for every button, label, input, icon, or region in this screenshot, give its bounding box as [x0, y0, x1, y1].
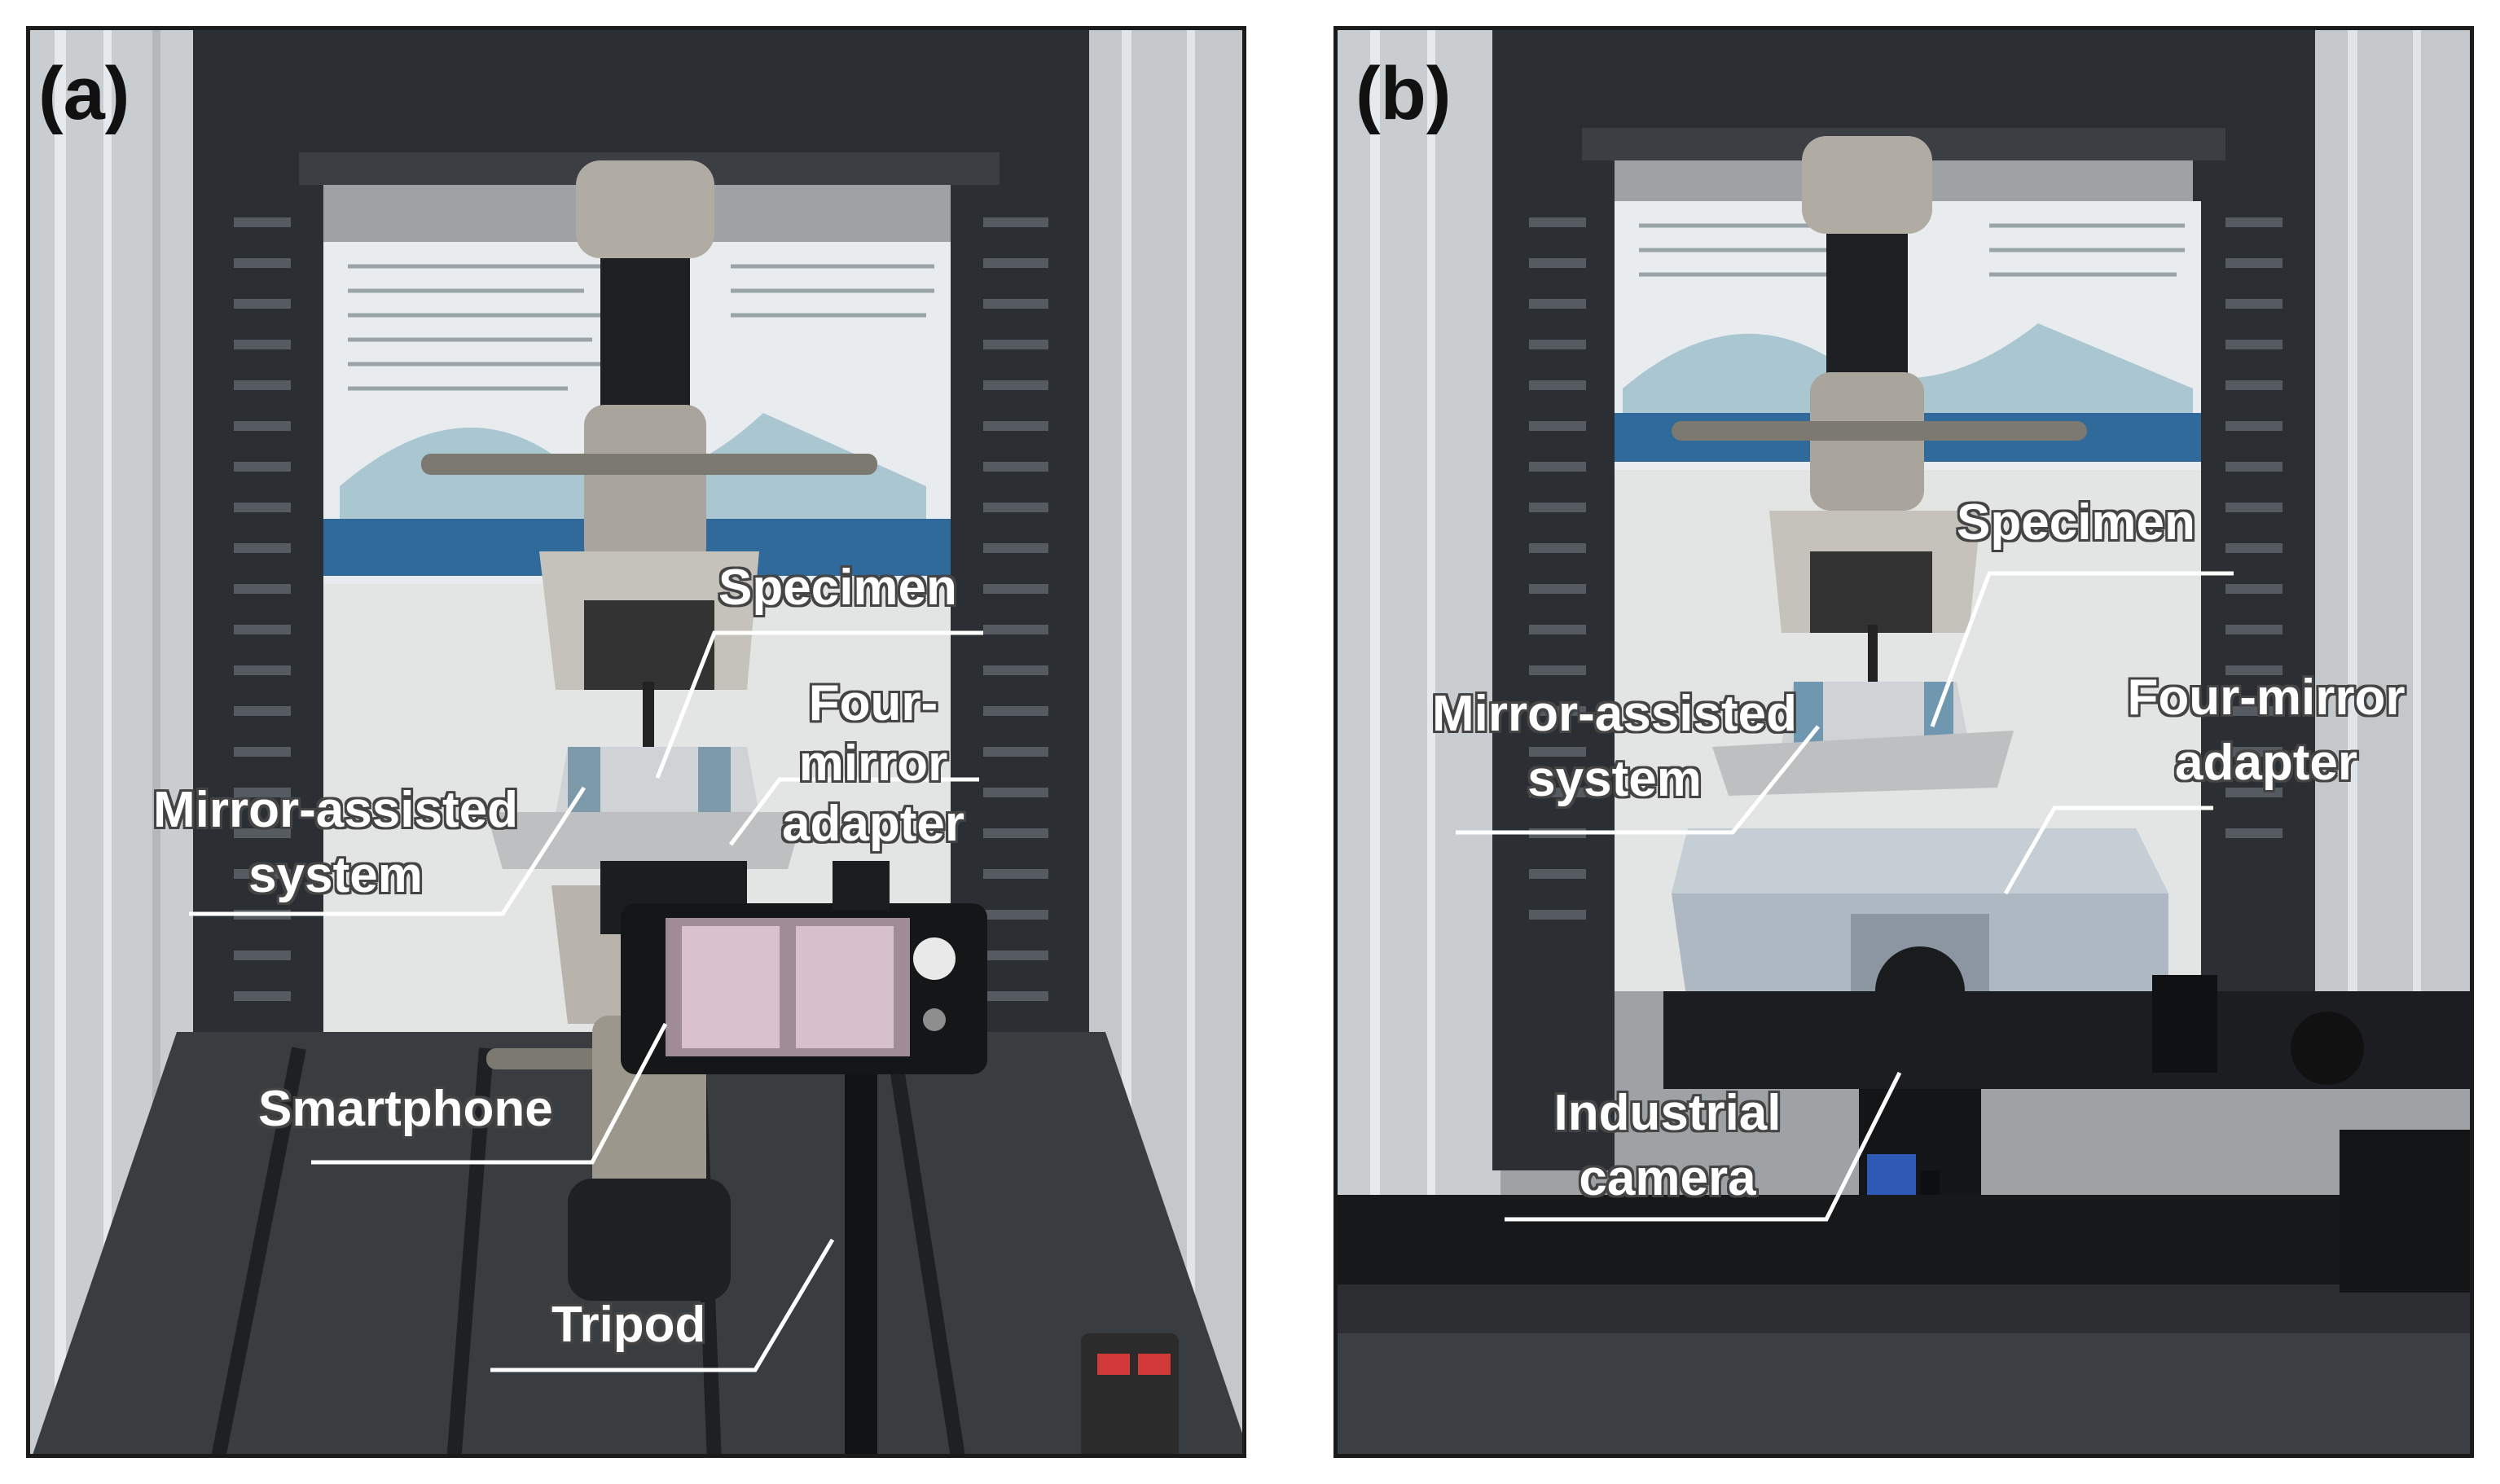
label-tripod: Tripod: [551, 1297, 706, 1353]
label-mirror-assisted-system: Mirror-assisted system: [1432, 686, 1797, 807]
label-specimen: Specimen: [1957, 494, 2195, 551]
label-mirror-assisted-system: Mirror-assisted system: [153, 782, 518, 903]
label-smartphone: Smartphone: [258, 1081, 553, 1137]
label-specimen: Specimen: [718, 560, 957, 616]
label-four-mirror-adapter: Four-mirror adapter: [782, 675, 964, 852]
panel-b-scene: [1338, 30, 2470, 1454]
panel-b-letter: (b): [1355, 52, 1452, 135]
label-industrial-camera: Industrial camera: [1553, 1085, 1782, 1206]
panel-b-photo: (b) Specimen Mirror-assisted system Four…: [1333, 26, 2474, 1458]
panel-a-scene: [30, 30, 1242, 1454]
label-four-mirror-adapter: Four-mirror adapter: [2127, 670, 2406, 791]
panel-a-letter: (a): [38, 52, 130, 135]
panel-a-photo: (a) Specimen Four-mirror adapter Mirror-…: [26, 26, 1246, 1458]
